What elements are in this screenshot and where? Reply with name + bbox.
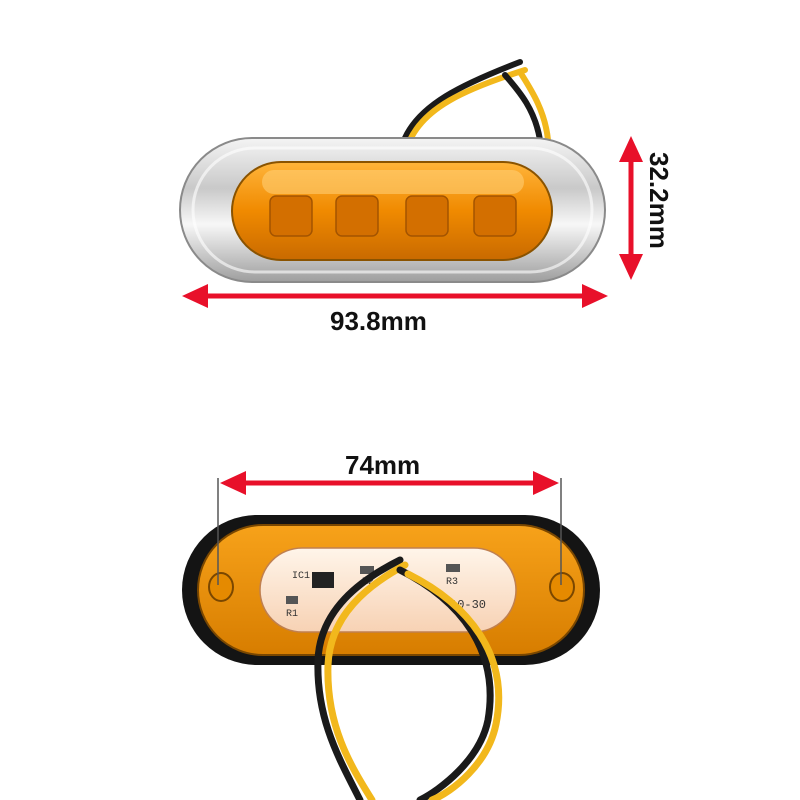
pcb-r3-label: R3 (446, 577, 458, 588)
height-dimension-label: 32.2mm (644, 152, 674, 249)
hole-spacing-label: 74mm (345, 450, 421, 480)
pcb-r1-label: R1 (286, 609, 298, 620)
pcb-board: IC1 R2 R3 R1 10-30 (259, 547, 517, 633)
height-arrow (619, 136, 643, 280)
amber-lens (231, 161, 553, 261)
hole-guides (217, 478, 562, 585)
mounting-holes (208, 572, 575, 602)
wires-bottom (314, 556, 503, 800)
width-dimension-label: 93.8mm (330, 306, 427, 336)
width-arrow (182, 284, 608, 308)
wires-top (402, 59, 551, 143)
pcb-ic-label: IC1 (292, 571, 310, 582)
hole-spacing-arrow (220, 471, 559, 495)
led-cells (269, 195, 517, 237)
